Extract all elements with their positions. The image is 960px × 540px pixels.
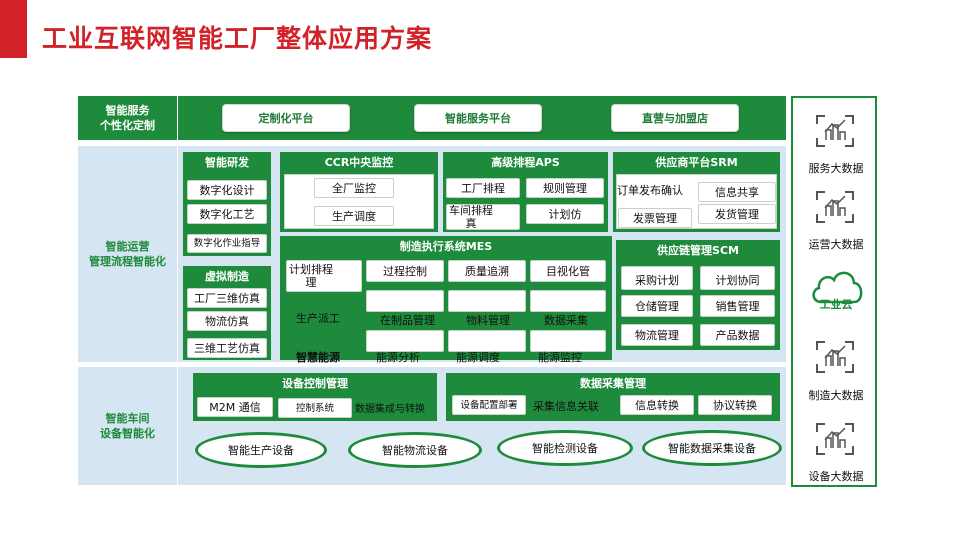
production-dispatch-item[interactable]: 生产调度 bbox=[314, 206, 394, 226]
data-collect-module: 数据采集管理 设备配置部署 采集信息关联 信息转换 协议转换 bbox=[446, 373, 780, 421]
direct-franchise-button[interactable]: 直营与加盟店 bbox=[611, 104, 739, 132]
title-accent-bar bbox=[0, 0, 27, 58]
smart-data-collect-equipment[interactable]: 智能数据采集设备 bbox=[642, 430, 782, 466]
data-integration-item[interactable]: 数据集成与转换 bbox=[355, 404, 425, 415]
invoice-mgmt-item[interactable]: 发票管理 bbox=[618, 208, 692, 228]
operation-row-label: 智能运营 管理流程智能化 bbox=[78, 146, 177, 362]
equip-ctrl-module: 设备控制管理 M2M 通信 控制系统 数据集成与转换 bbox=[193, 373, 437, 421]
visual-mgmt-item[interactable]: 目视化管 bbox=[530, 260, 606, 282]
scm-module: 供应链管理SCM 采购计划 计划协同 仓储管理 销售管理 物流管理 产品数据 bbox=[616, 240, 780, 350]
custom-platform-button[interactable]: 定制化平台 bbox=[222, 104, 350, 132]
energy-monitor-item[interactable]: 能源监控 bbox=[538, 351, 582, 364]
logistics-mgmt-item[interactable]: 物流管理 bbox=[621, 324, 693, 346]
mes-row3-slot-2 bbox=[448, 330, 526, 352]
workshop-scheduling-item[interactable]: 车间排程 真 bbox=[446, 204, 520, 230]
energy-dispatch-item[interactable]: 能源调度 bbox=[456, 351, 500, 364]
wip-mgmt-item[interactable]: 在制品管理 bbox=[380, 314, 435, 327]
mes-row2-slot-2 bbox=[448, 290, 526, 312]
mes-title: 制造执行系统MES bbox=[399, 240, 493, 253]
industrial-cloud-label: 工业云 bbox=[819, 298, 853, 311]
data-collect-mes-item[interactable]: 数据采集 bbox=[544, 314, 588, 327]
rnd-module: 智能研发 数字化设计 数字化工艺 数字化作业指导 bbox=[183, 152, 271, 256]
mes-module: 制造执行系统MES 计划排程 理 过程控制 质量追溯 目视化管 生产派工 在制品… bbox=[280, 236, 612, 364]
process-control-item[interactable]: 过程控制 bbox=[366, 260, 444, 282]
manufacturing-bigdata-label: 制造大数据 bbox=[808, 389, 864, 402]
operation-bigdata-label: 运营大数据 bbox=[808, 238, 864, 251]
logistics-sim-item[interactable]: 物流仿真 bbox=[187, 311, 267, 331]
virtual-mfg-title: 虚拟制造 bbox=[205, 270, 249, 283]
product-data-item[interactable]: 产品数据 bbox=[700, 324, 775, 346]
operation-bigdata-icon bbox=[816, 191, 854, 223]
order-release-item[interactable]: 订单发布确认 bbox=[617, 184, 683, 197]
digital-design-item[interactable]: 数字化设计 bbox=[187, 180, 267, 200]
smart-logistics-equipment[interactable]: 智能物流设备 bbox=[348, 432, 482, 468]
warehouse-mgmt-item[interactable]: 仓储管理 bbox=[621, 295, 693, 317]
industrial-cloud-icon bbox=[812, 271, 863, 304]
smart-production-equipment[interactable]: 智能生产设备 bbox=[195, 432, 327, 468]
aps-module: 高级排程APS 工厂排程 规则管理 车间排程 真 计划仿 bbox=[443, 152, 608, 232]
info-convert-item[interactable]: 信息转换 bbox=[620, 395, 694, 415]
equipment-bigdata-icon bbox=[816, 423, 854, 455]
material-mgmt-item[interactable]: 物料管理 bbox=[466, 314, 510, 327]
factory-3d-sim-item[interactable]: 工厂三维仿真 bbox=[187, 288, 267, 308]
shipping-mgmt-item[interactable]: 发货管理 bbox=[698, 204, 776, 224]
mes-row3-slot-1 bbox=[366, 330, 444, 352]
page-title: 工业互联网智能工厂整体应用方案 bbox=[42, 24, 433, 53]
quality-trace-item[interactable]: 质量追溯 bbox=[448, 260, 526, 282]
plan-collab-item[interactable]: 计划协同 bbox=[700, 266, 775, 290]
equip-ctrl-title: 设备控制管理 bbox=[282, 377, 348, 390]
service-bigdata-label: 服务大数据 bbox=[808, 162, 864, 175]
mes-row2-slot-3 bbox=[530, 290, 606, 312]
energy-analysis-item[interactable]: 能源分析 bbox=[376, 351, 420, 364]
info-share-item[interactable]: 信息共享 bbox=[698, 182, 776, 202]
purchase-plan-item[interactable]: 采购计划 bbox=[621, 266, 693, 290]
digital-work-guide-item[interactable]: 数字化作业指导 bbox=[187, 234, 267, 253]
aps-title: 高级排程APS bbox=[491, 156, 560, 169]
ccr-title: CCR中央监控 bbox=[324, 156, 394, 169]
mes-row2-slot-1 bbox=[366, 290, 444, 312]
srm-module: 供应商平台SRM 订单发布确认 信息共享 发票管理 发货管理 bbox=[613, 152, 780, 232]
collect-info-link-item[interactable]: 采集信息关联 bbox=[533, 400, 599, 413]
production-dispatch-mes-item[interactable]: 生产派工 bbox=[296, 312, 340, 325]
smart-service-platform-button[interactable]: 智能服务平台 bbox=[414, 104, 542, 132]
sales-mgmt-item[interactable]: 销售管理 bbox=[700, 295, 775, 317]
virtual-mfg-module: 虚拟制造 工厂三维仿真 物流仿真 三维工艺仿真 bbox=[183, 266, 271, 360]
data-collect-title: 数据采集管理 bbox=[580, 377, 646, 390]
device-config-item[interactable]: 设备配置部署 bbox=[452, 395, 526, 415]
equipment-bigdata-label: 设备大数据 bbox=[808, 470, 864, 483]
plant-monitor-item[interactable]: 全厂监控 bbox=[314, 178, 394, 198]
ccr-module: CCR中央监控 全厂监控 生产调度 bbox=[280, 152, 438, 232]
rnd-title: 智能研发 bbox=[205, 156, 249, 169]
manufacturing-bigdata-icon bbox=[816, 341, 854, 373]
protocol-convert-item[interactable]: 协议转换 bbox=[698, 395, 772, 415]
workshop-row-label: 智能车间 设备智能化 bbox=[78, 367, 177, 485]
service-row-label: 智能服务 个性化定制 bbox=[78, 96, 177, 140]
digital-process-item[interactable]: 数字化工艺 bbox=[187, 204, 267, 224]
service-bigdata-icon bbox=[816, 115, 854, 147]
mes-row3-slot-3 bbox=[530, 330, 606, 352]
plan-scheduling-item[interactable]: 计划排程 理 bbox=[286, 260, 362, 292]
m2m-comm-item[interactable]: M2M 通信 bbox=[197, 397, 273, 417]
rule-mgmt-item[interactable]: 规则管理 bbox=[526, 178, 604, 198]
scm-title: 供应链管理SCM bbox=[657, 244, 739, 257]
3d-process-sim-item[interactable]: 三维工艺仿真 bbox=[187, 338, 267, 358]
srm-title: 供应商平台SRM bbox=[655, 156, 738, 169]
control-system-item[interactable]: 控制系统 bbox=[278, 398, 352, 418]
plan-sim-item[interactable]: 计划仿 bbox=[526, 204, 604, 224]
smart-inspection-equipment[interactable]: 智能检测设备 bbox=[497, 430, 633, 466]
smart-energy-item[interactable]: 智慧能源 bbox=[296, 351, 340, 364]
cloud-bigdata-panel: 服务大数据 运营大数据 工业云 制造大数据 设备大数据 bbox=[791, 96, 877, 487]
factory-scheduling-item[interactable]: 工厂排程 bbox=[446, 178, 520, 198]
